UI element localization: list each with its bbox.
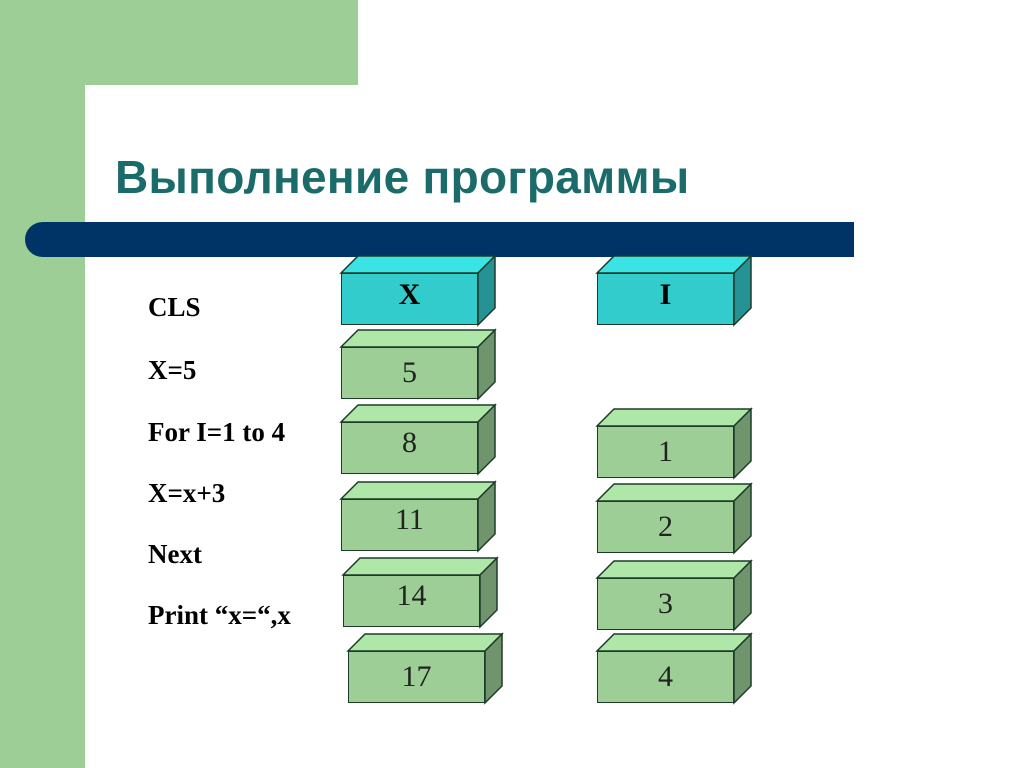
code-line-print: Print “x=“,x xyxy=(148,600,291,630)
box-top-face xyxy=(339,404,497,423)
box-depth-shape xyxy=(339,403,497,476)
i-value-box: 3 xyxy=(595,559,753,632)
x-value-box: 8 xyxy=(339,403,497,476)
x-value: 5 xyxy=(341,347,478,399)
box-side-face xyxy=(733,254,752,327)
i-value: 4 xyxy=(597,651,734,703)
x-value-box: 17 xyxy=(346,632,504,705)
x-value: 17 xyxy=(348,651,485,703)
x-column-header: X xyxy=(341,273,478,325)
box-depth-shape xyxy=(595,254,753,327)
box-depth-shape xyxy=(595,559,753,632)
box-top-face xyxy=(339,329,497,348)
x-value-box: 5 xyxy=(339,328,497,401)
box-side-face xyxy=(733,559,752,632)
x-value-box: 14 xyxy=(341,556,499,629)
i-value-box: 1 xyxy=(595,407,753,480)
box-side-face xyxy=(477,403,496,476)
box-top-face xyxy=(339,481,497,500)
box-depth-shape xyxy=(341,556,499,629)
code-line-assign-x: X=5 xyxy=(148,355,197,385)
box-side-face xyxy=(733,632,752,705)
box-side-face xyxy=(733,482,752,555)
box-depth-shape xyxy=(595,482,753,555)
box-top-face xyxy=(346,633,504,652)
slide-title: Выполнение программы xyxy=(115,151,690,203)
title-underline-bar xyxy=(25,222,854,257)
box-top-face xyxy=(595,408,753,427)
x-value: 8 xyxy=(341,422,478,474)
box-side-face xyxy=(477,254,496,327)
box-top-face xyxy=(339,255,497,274)
i-value: 1 xyxy=(597,426,734,478)
box-side-face xyxy=(733,407,752,480)
box-top-face xyxy=(595,255,753,274)
x-value-box: 11 xyxy=(339,480,497,553)
x-value: 14 xyxy=(343,575,480,627)
i-value-box: 4 xyxy=(595,632,753,705)
box-side-face xyxy=(477,328,496,401)
box-top-face xyxy=(595,560,753,579)
code-line-for: For I=1 to 4 xyxy=(148,417,286,447)
i-value: 2 xyxy=(597,501,734,553)
box-depth-shape xyxy=(346,632,504,705)
code-line-cls: CLS xyxy=(148,292,201,322)
i-column-header: I xyxy=(597,273,734,325)
code-line-next: Next xyxy=(148,539,202,569)
code-line-increment: X=x+3 xyxy=(148,478,226,508)
x-value: 11 xyxy=(341,499,478,551)
background-rounded-corner xyxy=(85,85,205,205)
x-column-header-box: X xyxy=(339,254,497,327)
box-top-face xyxy=(595,633,753,652)
i-value-box: 2 xyxy=(595,482,753,555)
box-top-face xyxy=(595,483,753,502)
i-column-header-box: I xyxy=(595,254,753,327)
box-top-face xyxy=(341,557,499,576)
i-value: 3 xyxy=(597,578,734,630)
box-side-face xyxy=(477,480,496,553)
background-green-left-band xyxy=(0,0,85,768)
box-side-face xyxy=(484,632,503,705)
box-side-face xyxy=(479,556,498,629)
